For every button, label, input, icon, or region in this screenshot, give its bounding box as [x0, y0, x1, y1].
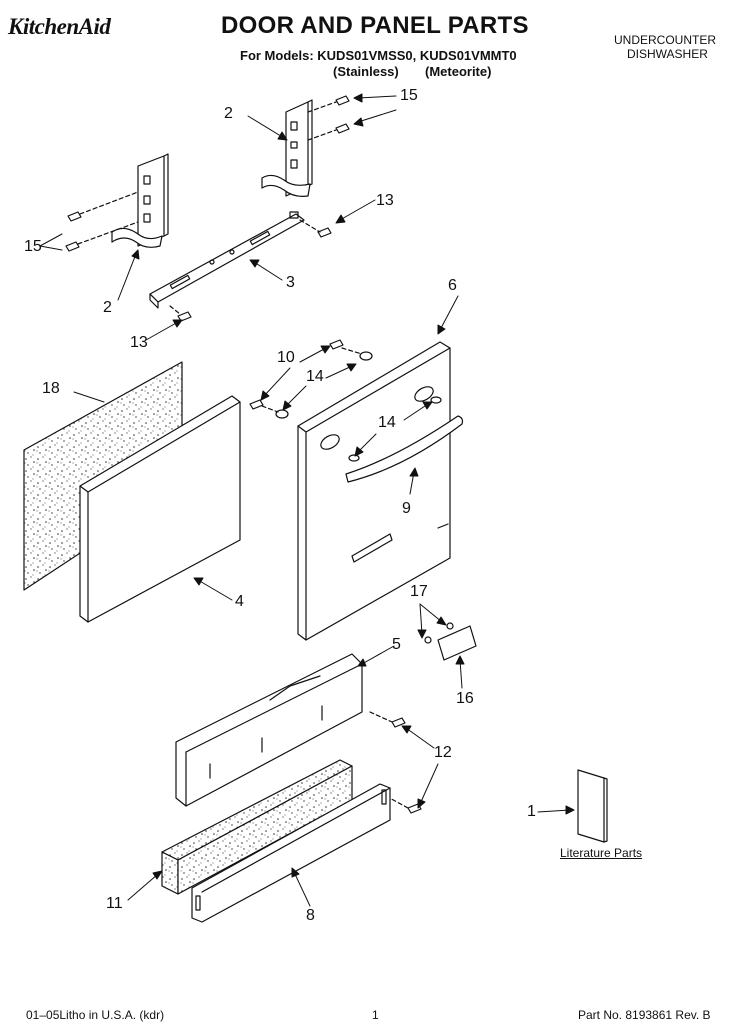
- callout-3: 3: [286, 274, 295, 291]
- callout-1: 1: [527, 803, 536, 820]
- screw-13-right: [317, 227, 332, 238]
- literature-pack: [577, 769, 605, 843]
- callout-14-upper: 14: [306, 368, 324, 385]
- toe-strip: [191, 783, 391, 923]
- callout-13-upper: 13: [376, 192, 394, 209]
- product-type-line-2: DISHWASHER: [627, 47, 708, 61]
- insulation-block: [161, 759, 353, 895]
- callout-15-upper: 15: [400, 87, 418, 104]
- mounting-rail: [149, 211, 305, 309]
- screw-group-upper: [307, 95, 350, 141]
- literature-parts-label: Literature Parts: [560, 846, 643, 860]
- callout-6: 6: [448, 277, 457, 294]
- models-line: For Models: KUDS01VMSS0, KUDS01VMMT0: [240, 48, 517, 63]
- brand-logo: KitchenAid: [8, 14, 111, 39]
- callout-2-lower: 2: [103, 299, 112, 316]
- variant-stainless: (Stainless): [333, 64, 399, 79]
- mounting-bracket-left: [111, 153, 169, 248]
- door-handle: [345, 415, 464, 483]
- variant-meteorite: (Meteorite): [425, 64, 492, 79]
- callout-10: 10: [277, 349, 295, 366]
- callout-9: 9: [402, 500, 411, 517]
- page-title: DOOR AND PANEL PARTS: [221, 12, 529, 39]
- toe-panel-bracket: [175, 653, 363, 807]
- page-number: 1: [372, 1008, 379, 1022]
- product-type-line-1: UNDERCOUNTER: [614, 33, 716, 47]
- callout-18: 18: [42, 380, 60, 397]
- callout-17: 17: [410, 583, 428, 600]
- logo-badge: [437, 625, 477, 661]
- callout-4: 4: [235, 593, 244, 610]
- callout-15-lower: 15: [24, 238, 42, 255]
- screw-group-left: [65, 191, 139, 252]
- callout-8: 8: [306, 907, 315, 924]
- callout-16: 16: [456, 690, 474, 707]
- callout-2-upper: 2: [224, 105, 233, 122]
- screw-13-lower: [177, 311, 192, 322]
- callout-5: 5: [392, 636, 401, 653]
- outer-door: [297, 341, 451, 641]
- door-panel: [79, 395, 241, 623]
- callout-12: 12: [434, 744, 452, 761]
- mounting-bracket-upper: [261, 99, 313, 197]
- callout-13-lower: 13: [130, 334, 148, 351]
- callout-14-lower: 14: [378, 414, 396, 431]
- litho-footer: 01–05Litho in U.S.A. (kdr): [26, 1008, 165, 1022]
- callout-11: 11: [106, 895, 123, 912]
- part-number: Part No. 8193861 Rev. B: [578, 1008, 711, 1022]
